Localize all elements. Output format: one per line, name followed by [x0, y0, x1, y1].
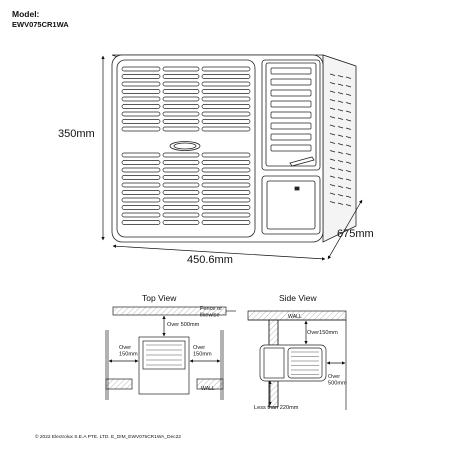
- side-view-clearance-bottom: Less than 220mm: [254, 405, 299, 411]
- front-grille-upper: [121, 66, 251, 132]
- air-conditioner-unit: [111, 54, 357, 243]
- control-panel: [261, 175, 321, 235]
- model-code: EWV075CR1WA: [12, 20, 69, 29]
- width-dimension: [112, 244, 326, 261]
- height-label: 350mm: [58, 128, 95, 140]
- width-label: 450.6mm: [187, 254, 233, 266]
- model-label: Model:: [12, 9, 40, 19]
- side-view-title: Side View: [279, 293, 318, 303]
- top-view-diagram: [105, 306, 236, 400]
- copyright-footer: © 2022 Electrolux S.E.A PTE. LTD. E_DIM_…: [35, 433, 181, 440]
- depth-label: 675mm: [337, 228, 374, 240]
- top-view-wall-label: WALL: [201, 386, 215, 392]
- top-view-clearance-back: Over 500mm: [167, 322, 200, 328]
- louvres: [270, 67, 312, 152]
- side-view-clearance-top: Over150mm: [307, 330, 338, 336]
- depth-dimension: [327, 199, 363, 260]
- top-view-title: Top View: [142, 293, 177, 303]
- side-vents: [329, 73, 352, 207]
- front-grille-lower: [121, 152, 251, 225]
- side-view-diagram: [247, 310, 347, 410]
- side-view-wall-label: WALL: [288, 314, 302, 320]
